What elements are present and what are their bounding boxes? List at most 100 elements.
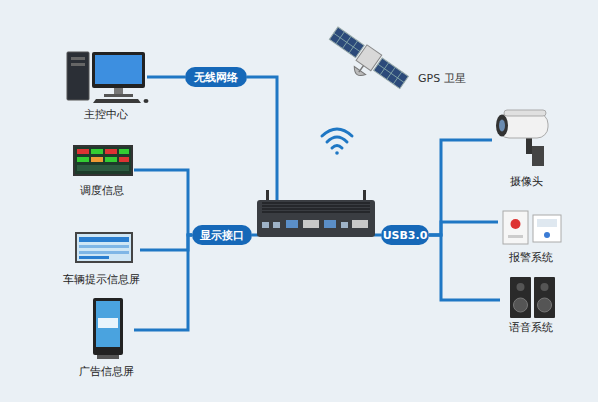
node-label: 无线网络 — [194, 71, 238, 84]
screen-cell — [119, 149, 129, 154]
panel-grid — [329, 27, 364, 58]
alarm-box — [533, 215, 561, 242]
screen-strip — [79, 245, 129, 248]
solar-panel — [374, 58, 409, 89]
screen-cell — [105, 157, 117, 162]
speaker-box — [510, 277, 531, 318]
wifi-dot — [335, 151, 339, 155]
kiosk-body — [93, 298, 123, 355]
interface-pill: USB3.0 — [381, 225, 429, 245]
connector-line — [429, 235, 500, 300]
network-pill: 无线网络 — [185, 67, 247, 87]
screen-strip — [79, 256, 109, 259]
wifi-icon — [322, 129, 352, 155]
port — [352, 220, 368, 228]
woofer — [538, 298, 552, 312]
node-label: 广告信息屏 — [79, 365, 134, 378]
camera-node: 摄像头 — [492, 108, 560, 188]
connector-line — [140, 235, 192, 250]
port — [341, 222, 348, 228]
screen-cell — [91, 149, 103, 154]
ad-kiosk-icon — [93, 298, 123, 359]
tweeter — [541, 283, 549, 291]
port — [324, 220, 336, 228]
screen-strip — [79, 237, 129, 242]
solar-panel — [329, 27, 364, 58]
screen-frame — [73, 145, 133, 176]
camera-glass — [499, 120, 505, 132]
port — [286, 220, 298, 228]
port — [303, 220, 319, 228]
node-label: USB3.0 — [383, 229, 428, 242]
screen — [75, 147, 131, 174]
alarm-icon — [503, 211, 561, 244]
speaker-node: 语音系统 — [500, 272, 562, 334]
wire — [247, 77, 277, 200]
wire — [374, 234, 381, 237]
alarm-light — [544, 232, 550, 238]
dispatch-screen-icon — [73, 145, 133, 176]
kiosk-content — [98, 318, 118, 328]
tweeter — [517, 283, 525, 291]
monitor-stand — [114, 88, 123, 94]
wifi-arc — [322, 129, 352, 136]
node-label: 调度信息 — [80, 184, 124, 197]
computer-icon — [67, 52, 149, 103]
kiosk-base — [97, 355, 119, 359]
drive-bay — [71, 63, 85, 66]
mouse — [144, 99, 149, 103]
node-label: 语音系统 — [509, 321, 553, 334]
vehicle-screen-icon — [75, 232, 133, 263]
monitor — [92, 52, 145, 88]
alarm-button — [511, 219, 521, 229]
screen-node: 调度信息 — [70, 143, 134, 197]
computer-node: 主控中心 — [65, 48, 147, 121]
alarm-panel — [537, 219, 557, 227]
node-label: 摄像头 — [510, 175, 543, 188]
camera-icon — [496, 110, 548, 166]
cooling-fins — [262, 203, 370, 212]
screen-cell — [77, 157, 89, 162]
kiosk-screen — [96, 301, 120, 347]
alarm-slot — [508, 235, 523, 238]
port — [262, 222, 269, 228]
wifi-arc — [332, 146, 342, 149]
node-label: 车辆提示信息屏 — [63, 273, 140, 286]
panel-grid — [374, 58, 409, 89]
camera-hood — [504, 110, 546, 116]
node-label: GPS 卫星 — [418, 72, 466, 85]
tower — [67, 52, 89, 100]
satellite-dish — [351, 67, 365, 79]
screen-cell — [77, 149, 89, 154]
pc-case — [257, 200, 375, 237]
screen-frame — [75, 232, 133, 263]
node-label: 显示接口 — [200, 229, 244, 242]
industrial-pc — [257, 190, 375, 237]
speaker-box — [534, 277, 555, 318]
alarm-box — [503, 211, 528, 244]
wifi-arc — [327, 137, 347, 142]
woofer — [514, 298, 528, 312]
connector-line — [147, 76, 185, 79]
node-label: 报警系统 — [509, 251, 553, 264]
port — [273, 222, 280, 228]
keyboard — [93, 99, 141, 103]
screen — [77, 234, 131, 261]
monitor-base — [104, 94, 133, 97]
alarm-node: 报警系统 — [498, 208, 564, 264]
camera-lens — [496, 115, 508, 137]
screen-strip — [79, 251, 129, 254]
camera-bracket — [532, 146, 544, 166]
screen-cell — [105, 149, 117, 154]
monitor-screen — [95, 55, 142, 84]
kiosk-node: 广告信息屏 — [78, 296, 134, 378]
screen-cell — [77, 165, 129, 171]
connector-line — [134, 235, 192, 330]
speakers-icon — [510, 277, 555, 318]
connector-line — [134, 170, 192, 235]
screen-cell — [119, 157, 129, 162]
drive-bay — [71, 57, 85, 60]
